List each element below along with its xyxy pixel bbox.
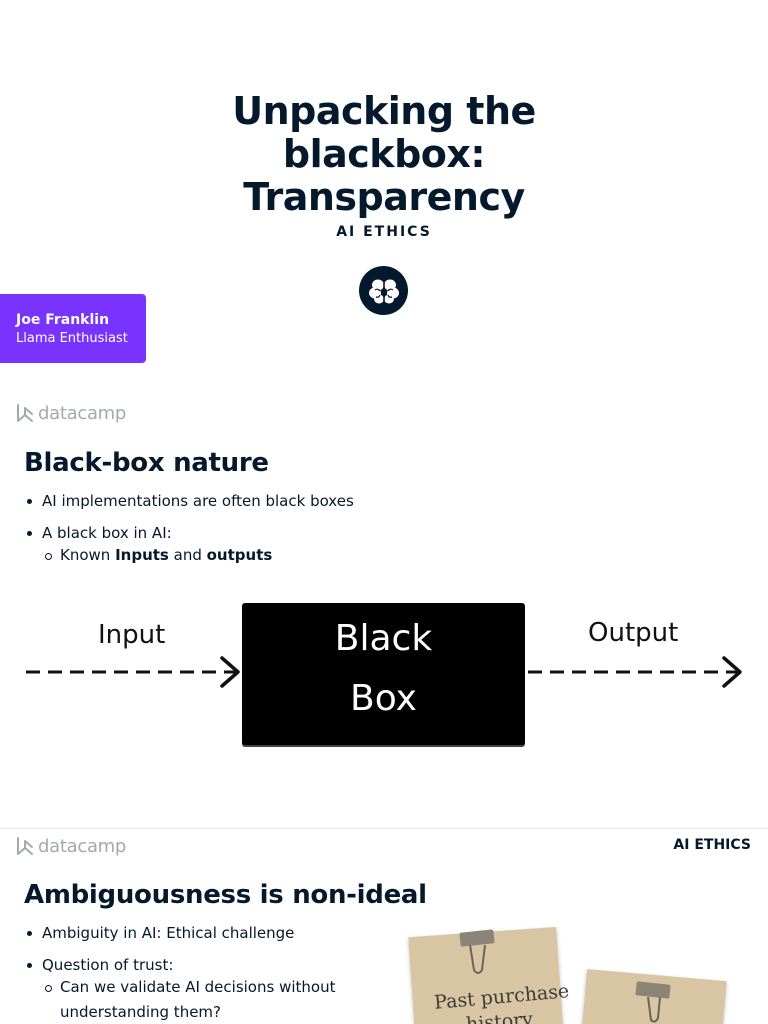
input-arrow-head	[220, 656, 240, 688]
bullet-item: Ambiguity in AI: Ethical challenge	[24, 923, 335, 943]
course-name: AI ETHICS	[336, 224, 432, 240]
input-label: Input	[98, 620, 166, 650]
black-box-line-2: Box	[350, 678, 417, 719]
author-name: Joe Franklin	[16, 312, 110, 328]
bullet-item: Question of trust:	[24, 955, 335, 975]
arrows	[26, 656, 742, 688]
brain-icon	[359, 266, 408, 315]
title-slide: Unpacking the blackbox: Transparency AI …	[0, 0, 768, 390]
slide-heading: Ambiguousness is non-ideal	[24, 880, 427, 910]
datacamp-logo-icon	[17, 404, 33, 422]
sub-bullet-item: Known Inputs and outputs	[24, 543, 354, 568]
title-line-1: Unpacking the	[232, 89, 536, 133]
paper-clip-icon	[459, 929, 495, 974]
datacamp-wordmark: datacamp	[38, 402, 127, 424]
title-line-3: Transparency	[243, 175, 525, 219]
bullet-item: A black box in AI:	[24, 523, 354, 543]
datacamp-logo: datacamp	[16, 402, 126, 424]
slide-heading: Black-box nature	[24, 448, 269, 478]
datacamp-wordmark: datacamp	[38, 835, 127, 857]
sub-bullet-item: Can we validate AI decisions without und…	[24, 975, 335, 1024]
black-box	[242, 603, 525, 745]
bullet-list: AI implementations are often black boxes…	[24, 491, 354, 568]
author-role: Llama Enthusiast	[16, 331, 128, 346]
datacamp-logo: datacamp	[16, 835, 126, 857]
paper-clip-icon	[635, 981, 671, 1023]
black-box-diagram: Input Output Black Box	[0, 590, 768, 760]
bullet-list: Ambiguity in AI: Ethical challenge Quest…	[24, 923, 335, 1024]
course-tag: AI ETHICS	[673, 837, 751, 853]
title-line-2: blackbox:	[282, 132, 486, 176]
datacamp-logo-icon	[17, 837, 33, 855]
output-arrow-head	[722, 656, 742, 688]
black-box-line-1: Black	[334, 618, 433, 659]
slide-title: Unpacking the blackbox: Transparency	[0, 90, 768, 219]
output-label: Output	[588, 618, 679, 648]
author-badge: Joe Franklin Llama Enthusiast	[0, 294, 146, 363]
bullet-item: AI implementations are often black boxes	[24, 491, 354, 511]
slide-divider	[0, 828, 768, 829]
